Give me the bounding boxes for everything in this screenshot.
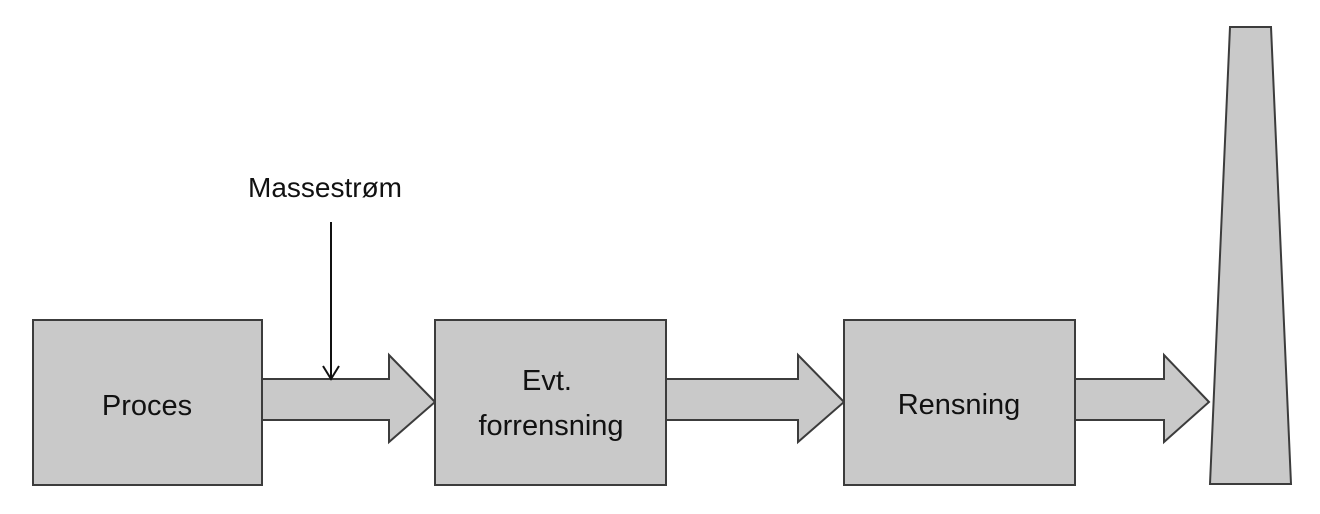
mass-flow-indicator: Massestrøm: [248, 172, 402, 381]
box-pre-cleaning-label-line1: Evt.: [522, 365, 572, 397]
box-process: Proces: [32, 319, 263, 486]
box-pre-cleaning-label: Evt. forrensning: [478, 365, 623, 442]
box-pre-cleaning-rect: [434, 319, 667, 486]
box-cleaning: Rensning: [843, 319, 1076, 486]
box-pre-cleaning: Evt. forrensning: [434, 319, 667, 486]
box-process-rect: [32, 319, 263, 486]
box-process-label: Proces: [102, 390, 192, 422]
box-cleaning-label: Rensning: [898, 389, 1021, 421]
mass-flow-arrowhead: [322, 365, 340, 381]
mass-flow-label: Massestrøm: [248, 172, 402, 203]
box-pre-cleaning-label-line2: forrensning: [478, 410, 623, 442]
flow-arrow-3: [1074, 352, 1211, 445]
chimney-stack: [1208, 26, 1293, 485]
flow-arrow-1: [261, 352, 437, 445]
flow-arrow-2: [665, 352, 846, 445]
